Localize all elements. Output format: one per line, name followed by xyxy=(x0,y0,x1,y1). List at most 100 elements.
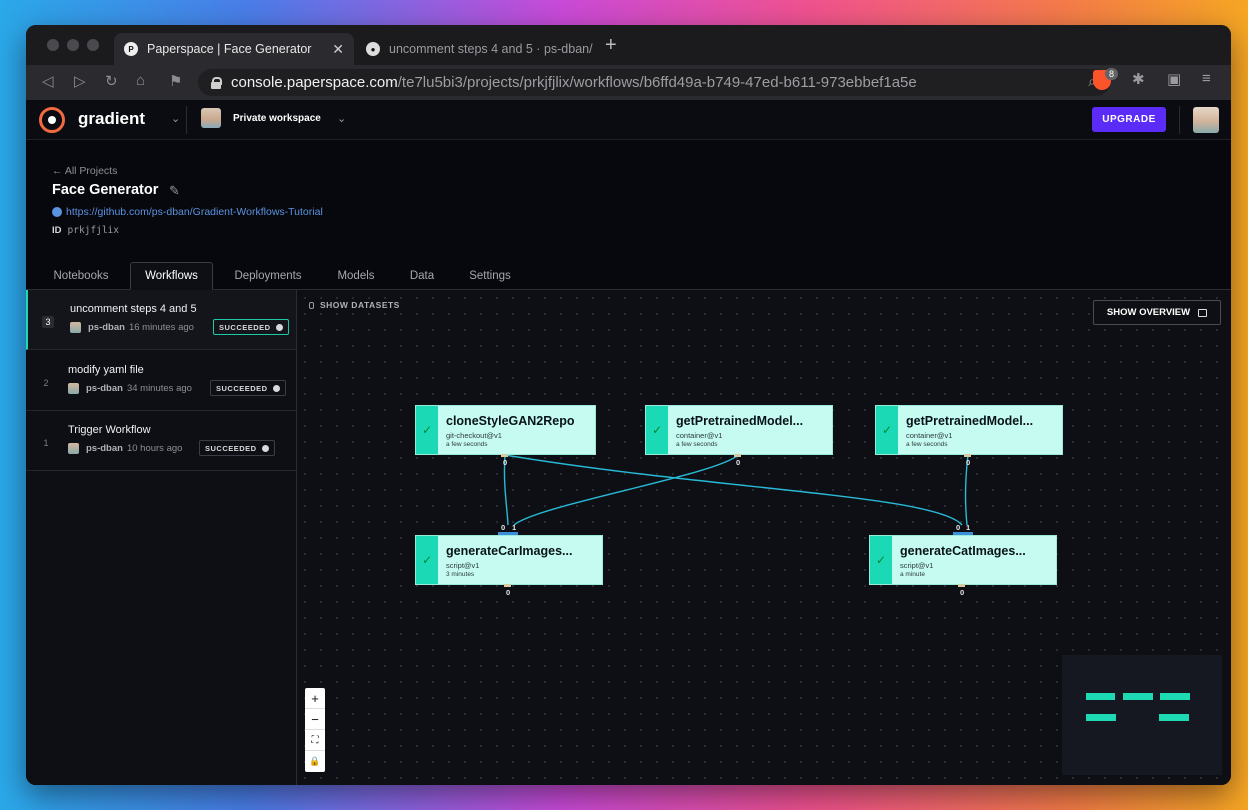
tab-workflows[interactable]: Workflows xyxy=(130,262,213,290)
author-name: ps-dban xyxy=(86,383,123,394)
edge xyxy=(964,454,969,526)
node-time: a few seconds xyxy=(906,441,948,448)
tab-data[interactable]: Data xyxy=(409,270,435,282)
minimap-node xyxy=(1086,714,1116,721)
node-type: container@v1 xyxy=(676,431,723,440)
check-icon: ✓ xyxy=(876,406,898,454)
browser-toolbar: ◁ ▷ ↻ ⌂ ⚑ console.paperspace.com/te7lu5b… xyxy=(26,65,1231,100)
zoom-out-button[interactable]: − xyxy=(305,709,325,730)
browser-tab-paperspace[interactable]: P Paperspace | Face Generator ✕ xyxy=(114,33,354,65)
minimap-node xyxy=(1123,693,1153,700)
output-port[interactable] xyxy=(501,454,508,457)
close-window-button[interactable] xyxy=(47,39,59,51)
node-time: a minute xyxy=(900,571,925,578)
workspace-selector[interactable]: Private workspace xyxy=(233,113,321,124)
menu-icon[interactable]: ≡ xyxy=(1202,70,1211,87)
node-type: script@v1 xyxy=(446,561,480,570)
output-port[interactable] xyxy=(958,584,965,587)
fit-view-button[interactable]: ⛶ xyxy=(305,730,325,751)
upgrade-button[interactable]: UPGRADE xyxy=(1092,107,1166,132)
output-port[interactable] xyxy=(504,584,511,587)
shield-count-badge: 8 xyxy=(1105,68,1119,80)
check-circle-icon xyxy=(275,323,283,331)
show-overview-button[interactable]: SHOW OVERVIEW xyxy=(1093,300,1221,325)
bookmark-icon[interactable]: ⚑ xyxy=(169,73,183,90)
tab-deployments[interactable]: Deployments xyxy=(234,270,302,282)
tab-settings[interactable]: Settings xyxy=(469,270,511,282)
run-time: 10 hours ago xyxy=(126,443,183,454)
new-tab-button[interactable]: + xyxy=(605,34,617,56)
port-label: 0 xyxy=(956,523,961,532)
show-overview-label: SHOW OVERVIEW xyxy=(1106,307,1191,318)
input-port-bar[interactable] xyxy=(498,532,518,535)
minimize-window-button[interactable] xyxy=(67,39,79,51)
check-circle-icon xyxy=(272,384,280,392)
minimap[interactable] xyxy=(1062,655,1222,775)
reload-icon[interactable]: ↻ xyxy=(105,73,118,90)
repo-url[interactable]: https://github.com/ps-dban/Gradient-Work… xyxy=(66,206,323,218)
workflow-node[interactable]: ✓ cloneStyleGAN2Repo git-checkout@v1 a f… xyxy=(415,405,596,455)
extensions-icon[interactable]: ✱ xyxy=(1132,71,1145,88)
workflow-node[interactable]: ✓ generateCarImages... script@v1 3 minut… xyxy=(415,535,603,585)
tab-models[interactable]: Models xyxy=(337,270,375,282)
author-name: ps-dban xyxy=(88,322,125,333)
tab-notebooks[interactable]: Notebooks xyxy=(53,270,109,282)
gradient-logo-icon[interactable] xyxy=(39,107,65,133)
chevron-down-icon[interactable]: ⌄ xyxy=(171,113,181,125)
show-datasets-toggle[interactable]: SHOW DATASETS xyxy=(309,300,400,310)
zoom-icon[interactable]: ⌕ xyxy=(1088,73,1096,90)
output-port[interactable] xyxy=(734,454,741,457)
workflow-node[interactable]: ✓ getPretrainedModel... container@v1 a f… xyxy=(645,405,833,455)
close-tab-icon[interactable]: ✕ xyxy=(332,40,344,57)
input-port-bar[interactable] xyxy=(953,532,973,535)
minimap-node xyxy=(1160,693,1190,700)
tab-title: uncomment steps 4 and 5 · ps-dban/ xyxy=(389,42,593,56)
repo-link[interactable]: https://github.com/ps-dban/Gradient-Work… xyxy=(52,206,323,218)
divider xyxy=(1179,106,1180,134)
workflow-node[interactable]: ✓ getPretrainedModel... container@v1 a f… xyxy=(875,405,1063,455)
home-icon[interactable]: ⌂ xyxy=(136,72,146,89)
port-label: 1 xyxy=(966,523,971,532)
url-host: console.paperspace.com xyxy=(231,74,398,91)
all-projects-link[interactable]: ← All Projects xyxy=(52,165,118,177)
back-icon[interactable]: ◁ xyxy=(42,73,54,90)
map-icon xyxy=(1198,308,1208,317)
workspace-avatar[interactable] xyxy=(201,108,221,128)
github-icon: ● xyxy=(366,42,380,56)
port-label: 1 xyxy=(512,523,517,532)
forward-icon[interactable]: ▷ xyxy=(74,73,86,90)
node-time: a few seconds xyxy=(446,441,488,448)
zoom-in-button[interactable]: + xyxy=(305,688,325,709)
node-type: git-checkout@v1 xyxy=(446,431,502,440)
address-bar[interactable]: console.paperspace.com/te7lu5bi3/project… xyxy=(198,69,1110,96)
user-avatar[interactable] xyxy=(1193,107,1219,133)
edit-pencil-icon[interactable]: ✎ xyxy=(169,183,180,198)
database-icon xyxy=(309,301,314,309)
minimap-node xyxy=(1086,693,1115,700)
paperspace-icon: P xyxy=(124,42,138,56)
tab-title: Paperspace | Face Generator xyxy=(147,42,312,56)
logo-text[interactable]: gradient xyxy=(78,109,146,128)
browser-window: P Paperspace | Face Generator ✕ ● uncomm… xyxy=(26,25,1231,785)
node-name: generateCarImages... xyxy=(446,544,573,558)
run-title: modify yaml file xyxy=(68,364,144,376)
port-label: 0 xyxy=(736,458,741,467)
check-icon: ✓ xyxy=(646,406,668,454)
lock-button[interactable]: 🔒 xyxy=(309,756,321,766)
chevron-down-icon[interactable]: ⌄ xyxy=(337,113,347,125)
browser-tab-github[interactable]: ● uncomment steps 4 and 5 · ps-dban/ xyxy=(356,33,611,65)
divider xyxy=(186,106,187,134)
output-port[interactable] xyxy=(964,454,971,457)
wallet-icon[interactable]: ▣ xyxy=(1167,71,1182,88)
edge xyxy=(513,454,739,526)
node-time: a few seconds xyxy=(676,441,718,448)
zoom-window-button[interactable] xyxy=(87,39,99,51)
workflow-canvas[interactable]: SHOW DATASETS SHOW OVERVIEW ✓ cloneStyle… xyxy=(297,290,1231,785)
workflow-node[interactable]: ✓ generateCatImages... script@v1 a minut… xyxy=(869,535,1057,585)
author-avatar xyxy=(68,383,79,394)
